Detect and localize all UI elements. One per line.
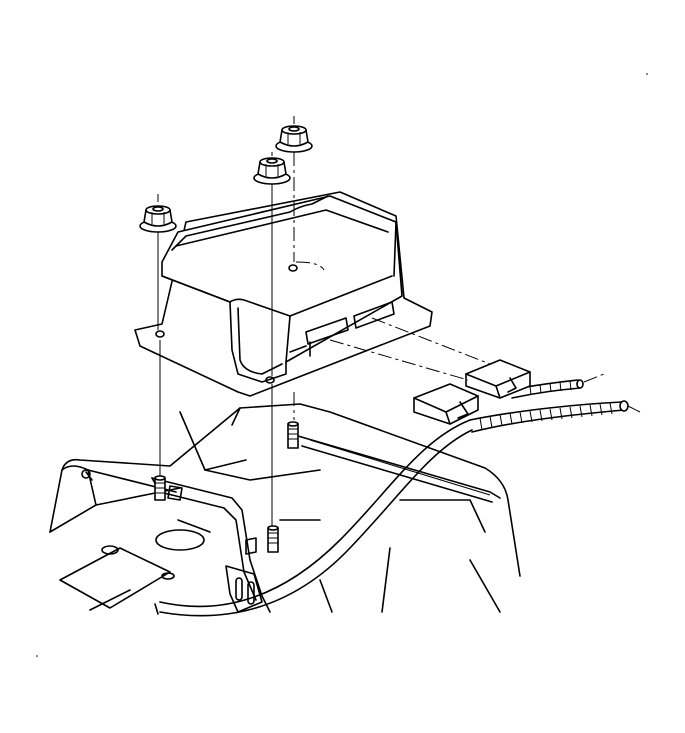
stud-right: [288, 422, 298, 448]
conduit-ribs: [480, 403, 612, 430]
control-module: [135, 192, 432, 396]
flange-nut-center: [254, 158, 290, 184]
floor-panel: [50, 404, 520, 612]
mounting-bracket: [152, 478, 270, 612]
connector-lower: [414, 384, 478, 424]
connector-upper: [466, 360, 530, 398]
print-dot: [36, 655, 38, 657]
centerlines: [158, 116, 490, 526]
stud-left: [155, 476, 165, 500]
flange-nut-left: [140, 206, 176, 232]
wiring-harness: [155, 374, 640, 616]
stud-center: [268, 526, 278, 552]
print-dot: [646, 73, 648, 75]
flange-nut-right: [276, 126, 312, 152]
